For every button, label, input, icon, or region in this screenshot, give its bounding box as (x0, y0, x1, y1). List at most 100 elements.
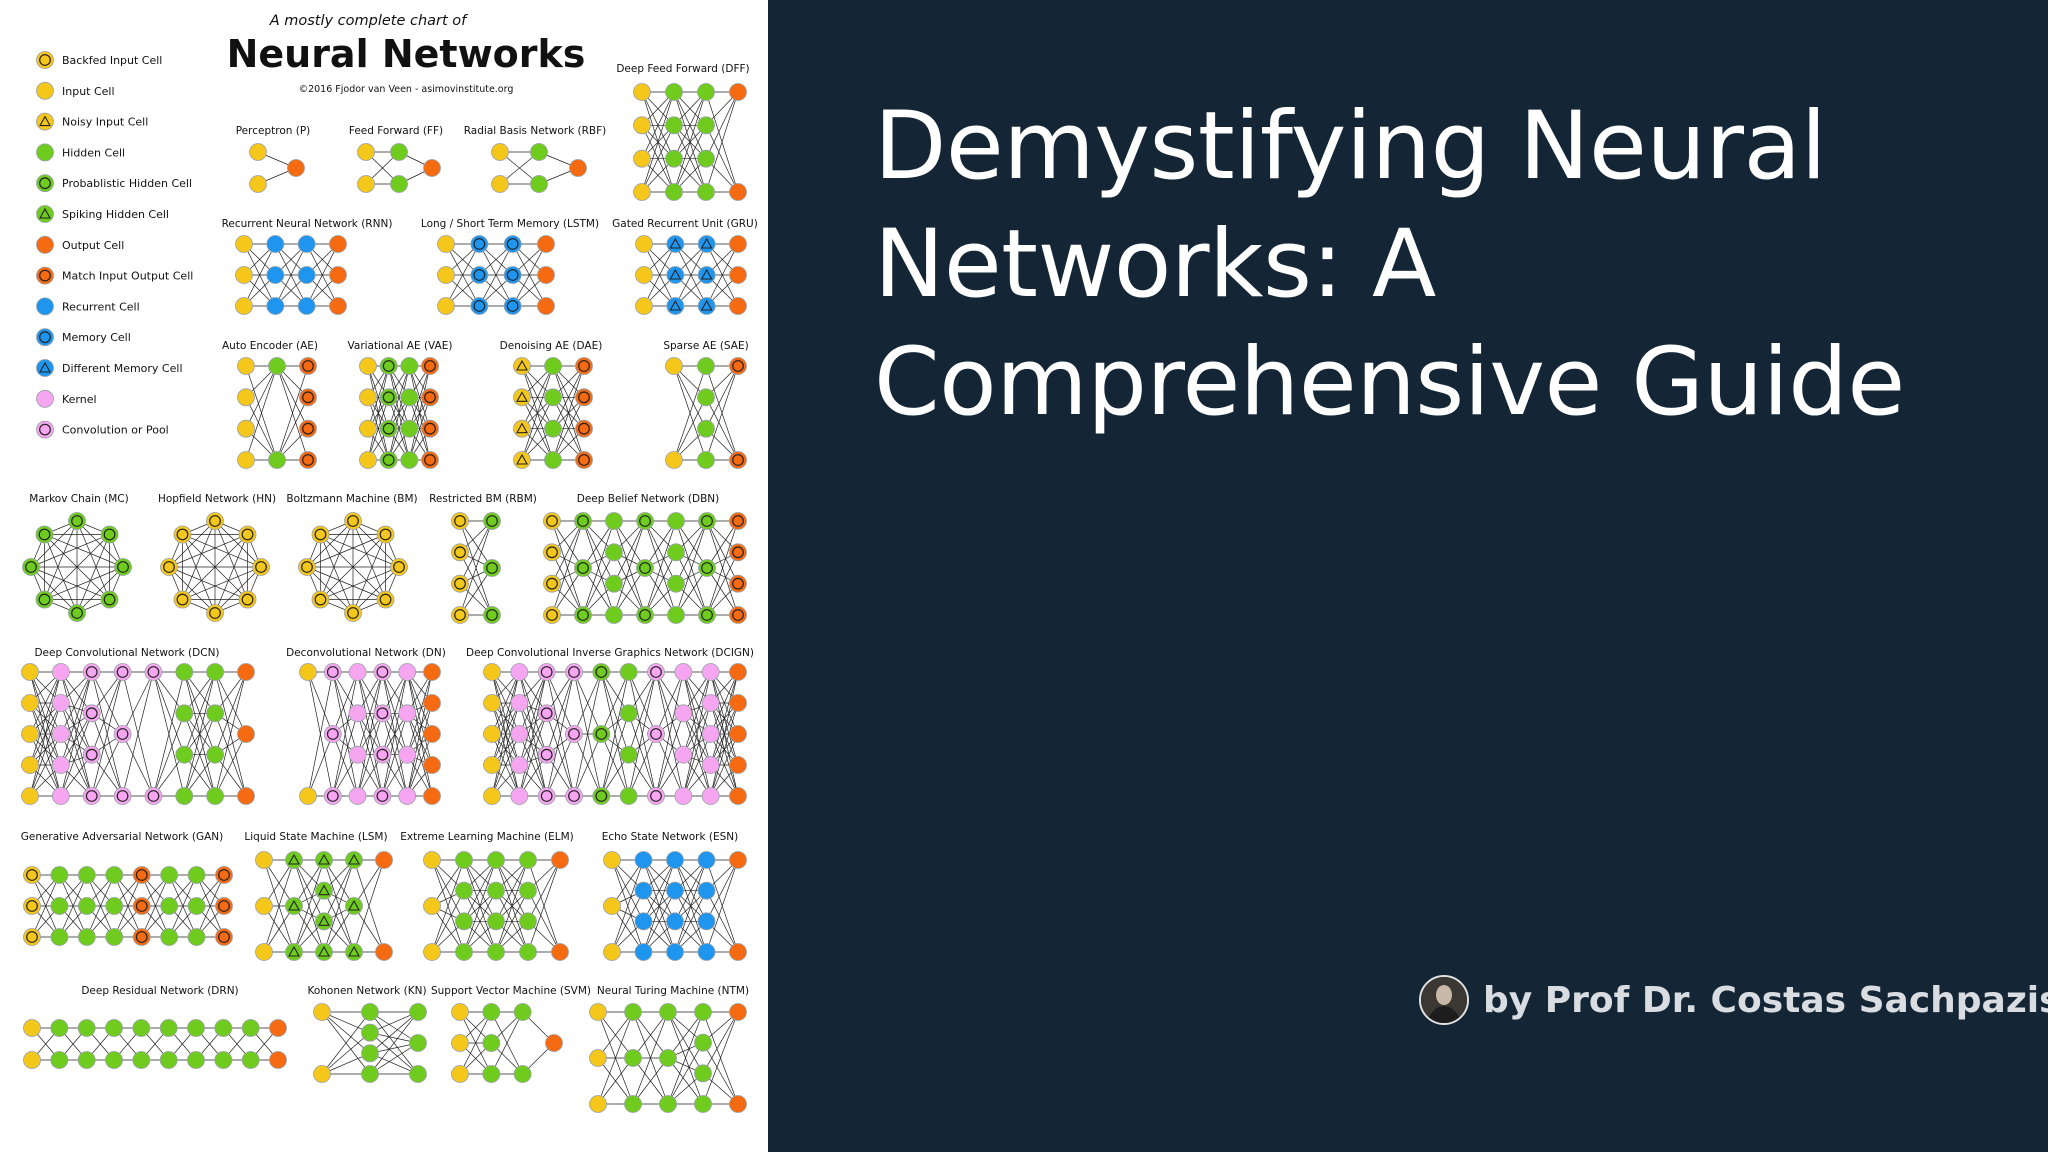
node-dcign-2-1 (537, 704, 556, 723)
edge-rnn (243, 243, 276, 307)
node-ntm-4-0 (729, 1003, 747, 1021)
legend-input-icon (36, 81, 54, 100)
node-dff-2-1 (697, 116, 715, 135)
node-esn-2-0 (666, 851, 684, 869)
node-elm-3-3 (519, 943, 537, 961)
network-label-esn: Echo State Network (ESN) (602, 831, 738, 843)
node-kn-1-0 (361, 1003, 379, 1021)
node-dcign-6-1 (647, 725, 665, 743)
edge-bm (306, 534, 386, 568)
node-gan-2-2 (77, 928, 96, 946)
node-dff-3-0 (729, 83, 747, 101)
edge-dbn (551, 520, 584, 569)
node-kn-0-0 (313, 1003, 331, 1021)
node-lsm-1-2-triangle (288, 945, 300, 957)
node-dbn-5-1-ring (701, 562, 713, 574)
node-dbn-3-1 (636, 559, 654, 577)
node-dcn-5-3 (175, 787, 194, 805)
edge-lsm (293, 890, 325, 953)
node-dae-0-0-triangle (516, 359, 528, 371)
node-drn-9-1 (269, 1051, 287, 1069)
node-dcign-9-2 (729, 725, 747, 743)
node-lstm-1-2 (470, 297, 489, 315)
node-rnn-1-0 (266, 235, 285, 253)
node-gan-4-2 (132, 928, 151, 946)
edge-dcn (122, 671, 154, 797)
legend-hidden-icon (36, 143, 54, 162)
edge-lsm (263, 859, 295, 907)
edge-dcign (683, 702, 711, 755)
legend-label-spiking-hidden: Spiking Hidden Cell (62, 208, 169, 221)
node-lsm-3-1-triangle (348, 899, 360, 911)
edge-hn (182, 534, 262, 568)
node-dcign-4-2 (592, 787, 611, 805)
node-dcign-8-4 (701, 787, 720, 805)
edge-dcign (601, 733, 629, 797)
node-dcign-7-2 (674, 745, 693, 764)
node-dcn-2-2-ring (85, 748, 98, 761)
node-dbn-6-3 (729, 606, 747, 624)
node-rbf-1-1 (530, 175, 548, 193)
node-dcn-5-2 (175, 745, 194, 764)
node-dn-0-1 (299, 787, 317, 805)
node-mc-2-ring (117, 561, 129, 573)
node-dcn-0-4 (21, 787, 39, 805)
node-dbn-2-0 (605, 512, 623, 530)
edge-lsm (353, 859, 385, 953)
node-dcn-2-1-ring (85, 707, 98, 720)
node-gru-3-1 (729, 266, 747, 284)
edge-dcign (546, 733, 575, 797)
node-dcn-6-3 (206, 787, 225, 805)
edge-dn (406, 713, 433, 797)
node-gan-5-1 (160, 897, 179, 915)
node-dcign-3-2 (565, 787, 583, 805)
edge-dcn (214, 671, 247, 797)
edge-elm (463, 890, 497, 953)
node-gru-2-2-triangle (700, 299, 713, 311)
node-ff-1-0 (390, 143, 408, 161)
edge-dff (673, 91, 707, 159)
node-dff-0-2 (633, 149, 651, 168)
network-label-vae: Variational AE (VAE) (348, 340, 453, 352)
chart-subtitle: A mostly complete chart of (269, 13, 468, 29)
edge-esn (706, 859, 739, 922)
edge-ntm (667, 1011, 704, 1059)
node-dcn-2-2 (82, 745, 101, 764)
node-vae-0-2 (359, 419, 377, 438)
edge-svm (459, 1011, 492, 1075)
node-dbn-1-0-ring (577, 515, 589, 527)
node-dbn-2-2 (605, 574, 623, 593)
edge-dbn (551, 552, 584, 616)
node-dcign-0-3 (483, 756, 501, 774)
node-gan-6-2 (187, 928, 206, 946)
edge-dbn (706, 552, 739, 616)
node-drn-8-1 (241, 1051, 260, 1069)
edge-dbn (675, 567, 708, 616)
edge-kn (369, 1011, 419, 1044)
node-dcn-0-0 (21, 663, 39, 681)
edge-dcn (60, 671, 93, 766)
node-dcn-6-0 (206, 663, 225, 681)
node-svm-2-0 (513, 1003, 532, 1021)
node-dcign-4-0-ring (595, 666, 608, 678)
edge-lsm (293, 859, 325, 953)
node-gan-7-0-ring (218, 869, 230, 881)
author-avatar[interactable] (1419, 975, 1469, 1025)
edge-ae (245, 365, 278, 429)
node-dae-2-2-ring (578, 422, 590, 435)
node-hn-5-ring (176, 593, 189, 606)
node-dcign-3-1-ring (568, 728, 580, 740)
title-panel: Demystifying Neural Networks: A Comprehe… (768, 0, 2048, 1152)
node-kn-1-3 (361, 1065, 379, 1083)
edge-mc (44, 566, 124, 600)
edge-dff (705, 91, 739, 193)
node-dbn-3-2-ring (639, 609, 651, 621)
node-dbn-3-0 (636, 512, 654, 530)
node-kn-1-1 (361, 1023, 379, 1042)
node-dff-2-0 (697, 83, 715, 101)
edge-esn (611, 890, 644, 953)
node-rbm-0-2 (451, 574, 469, 593)
node-esn-2-2 (666, 912, 684, 931)
node-dn-5-0 (423, 663, 441, 681)
node-esn-0-0 (603, 851, 621, 869)
